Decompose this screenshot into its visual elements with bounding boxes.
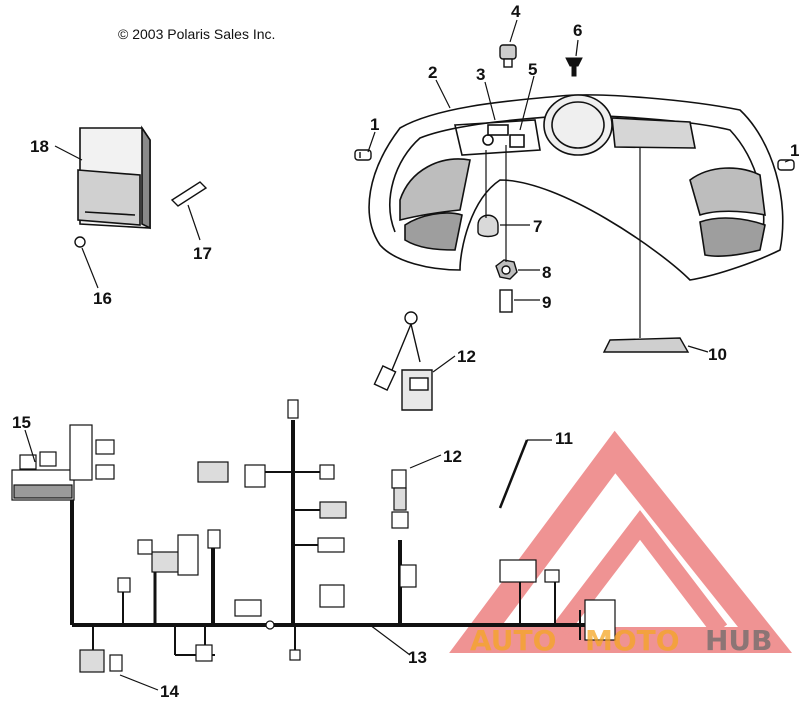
bulb-item-7 [477, 214, 499, 238]
dash-pod [368, 94, 784, 281]
callout-11: 11 [555, 429, 573, 448]
nut-item-8 [495, 259, 518, 280]
callout-5: 5 [528, 60, 537, 79]
washer-item-16 [74, 236, 86, 248]
callout-7: 7 [533, 217, 542, 236]
callout-8: 8 [542, 263, 551, 282]
callout-13: 13 [408, 648, 427, 667]
callout-16: 16 [93, 289, 112, 308]
callout-9: 9 [542, 293, 551, 312]
watermark-hub: HUB [705, 624, 773, 657]
screw-item-1-right [777, 159, 795, 171]
knob-item-4 [499, 44, 517, 68]
callout-10: 10 [708, 345, 727, 364]
copyright-notice: © 2003 Polaris Sales Inc. [118, 26, 276, 42]
module-item-18 [77, 125, 151, 230]
spacer-item-9 [499, 289, 513, 313]
callout-12-upper: 12 [457, 347, 476, 366]
leader-lines [24, 19, 791, 691]
callout-2: 2 [428, 63, 437, 82]
callout-12-lower: 12 [443, 447, 462, 466]
rod-item-11 [498, 439, 529, 509]
callout-14: 14 [160, 682, 179, 701]
callout-15: 15 [12, 413, 31, 432]
watermark-wordmark: AUTO MOTO HUB [470, 624, 773, 657]
clip-item-6 [565, 57, 583, 77]
callout-18: 18 [30, 137, 49, 156]
callout-3: 3 [476, 65, 485, 84]
cover-item-10 [602, 337, 690, 353]
callout-1-left: 1 [370, 115, 379, 134]
pin-item-17 [170, 181, 208, 207]
harness-connectors [79, 399, 616, 673]
callout-1-right: 1 [790, 141, 799, 160]
watermark-auto: AUTO [470, 624, 556, 657]
callout-4: 4 [511, 2, 521, 21]
callout-17: 17 [193, 244, 212, 263]
watermark-triangle-outer [449, 430, 793, 653]
watermark-moto: MOTO [585, 624, 680, 657]
relay-block-item-15 [11, 424, 115, 501]
callout-labels: 1 1 2 3 4 5 6 7 8 9 10 11 12 12 13 14 15… [12, 2, 799, 701]
callout-6: 6 [573, 21, 582, 40]
connector-item-12-upper [373, 311, 433, 411]
watermark-triangle-inner [552, 510, 728, 636]
watermark-logo [449, 430, 793, 653]
screw-item-1-left [354, 149, 372, 161]
